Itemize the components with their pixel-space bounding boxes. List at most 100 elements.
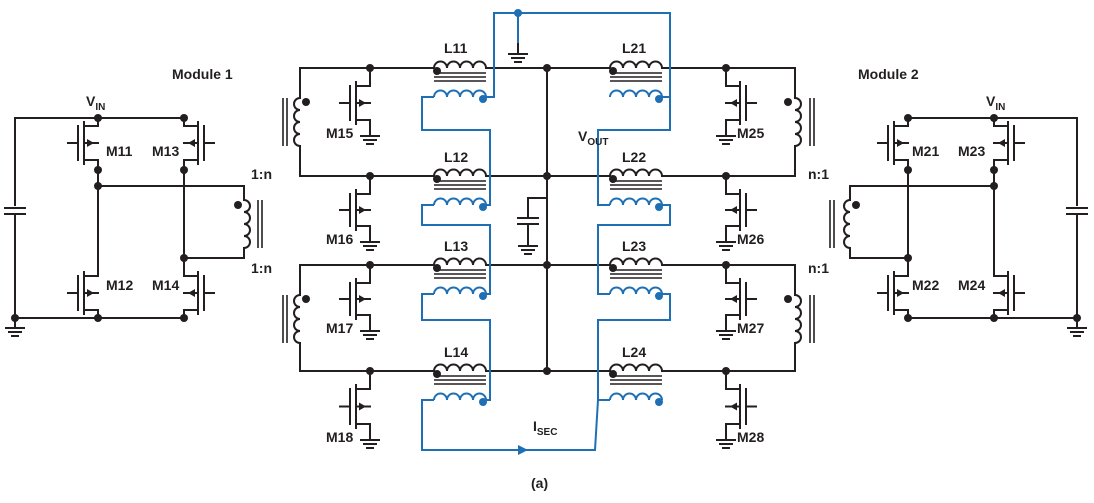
winding-dot <box>433 67 441 75</box>
inductor-label-l23: L23 <box>622 238 646 254</box>
inductor-l13-secondary <box>433 286 487 295</box>
junction-dot <box>904 114 912 122</box>
mosfet-arrow <box>730 99 737 107</box>
junction-dot <box>543 367 551 375</box>
mosfet-arrow <box>359 206 366 214</box>
junction-dot <box>366 64 374 72</box>
wire <box>597 204 671 295</box>
mosfet-arrow <box>359 99 366 107</box>
ground-symbol <box>360 320 380 340</box>
mosfet-sr-left-4 <box>339 380 371 433</box>
winding-dot <box>784 98 792 106</box>
wire <box>486 12 671 98</box>
vin-right-label: VIN <box>986 93 1005 113</box>
coil-winding <box>242 198 251 250</box>
junction-dot <box>180 314 188 322</box>
wire <box>183 247 245 259</box>
inductor-l14-primary <box>432 363 488 373</box>
inductor-l24-secondary <box>609 392 663 401</box>
ratio-left-bottom: 1:n <box>251 260 272 276</box>
inductor-label-l12: L12 <box>444 149 468 165</box>
coil-winding <box>793 293 802 345</box>
winding-dot <box>609 370 617 378</box>
junction-dot <box>722 172 730 180</box>
junction-dot <box>722 64 730 72</box>
mosfet-label-m26: M26 <box>737 231 764 247</box>
ground-symbol-top <box>508 43 528 63</box>
inductor-label-l13: L13 <box>444 238 468 254</box>
mosfet-arrow <box>359 295 366 303</box>
transformer-right-1 <box>793 96 802 148</box>
mosfet-arrow <box>897 289 904 297</box>
mosfet-m14 <box>183 267 215 319</box>
inductor-l22-secondary <box>609 197 663 206</box>
wire <box>421 96 491 206</box>
wire <box>597 293 671 401</box>
mosfet-sr-left-2 <box>339 185 371 235</box>
mosfet-arrow <box>730 206 737 214</box>
mosfet-arrow <box>998 139 1005 147</box>
inductor-l23-primary <box>608 257 664 267</box>
junction-dot <box>94 114 102 122</box>
winding-dot <box>655 398 663 406</box>
inductor-l11-primary <box>432 60 488 70</box>
winding-dot <box>479 398 487 406</box>
coil-winding <box>433 197 487 206</box>
inductor-l13-primary <box>432 257 488 267</box>
transformer-left-1 <box>293 96 302 148</box>
ground-symbol <box>360 429 380 449</box>
coil-winding <box>608 257 664 267</box>
winding-dot <box>479 292 487 300</box>
winding-dot <box>609 264 617 272</box>
current-arrow <box>518 445 528 455</box>
mosfet-label-m23: M23 <box>958 143 985 159</box>
inductor-label-l21: L21 <box>622 40 646 56</box>
mosfet-label-m14: M14 <box>152 277 179 293</box>
junction-dot <box>722 367 730 375</box>
junction-dot <box>904 314 912 322</box>
wire <box>527 197 548 219</box>
module-1-label: Module 1 <box>172 66 233 82</box>
mosfet-m11 <box>67 117 99 169</box>
mosfet-sr-left-1 <box>339 77 371 129</box>
mosfet-m21 <box>877 117 909 169</box>
components <box>4 43 1088 455</box>
mosfet-arrow <box>730 402 737 411</box>
mosfet-m22 <box>877 267 909 319</box>
inductor-l21-primary <box>608 60 664 70</box>
mosfet-arrow <box>359 402 366 411</box>
mosfet-label-m16: M16 <box>326 231 353 247</box>
inductor-l24-primary <box>608 363 664 373</box>
coil-winding <box>433 392 487 401</box>
inductor-l23-secondary <box>609 286 663 295</box>
mosfet-label-m22: M22 <box>912 277 939 293</box>
junction-dot <box>543 172 551 180</box>
coil-winding <box>609 197 663 206</box>
mosfet-label-m27: M27 <box>737 320 764 336</box>
mosfet-label-m15: M15 <box>326 125 353 141</box>
junction-dot <box>366 261 374 269</box>
junction-dot <box>180 254 188 262</box>
mosfet-label-m18: M18 <box>326 429 353 445</box>
junction-dot <box>990 182 998 190</box>
winding-dot <box>655 95 663 103</box>
wires <box>14 12 1078 451</box>
junction-dot <box>990 314 998 322</box>
inductor-label-l24: L24 <box>622 344 646 360</box>
coil-winding <box>432 168 488 178</box>
winding-dot <box>655 292 663 300</box>
mosfet-arrow <box>87 139 94 147</box>
junction-dot <box>366 172 374 180</box>
coil-winding <box>293 96 302 148</box>
transformer-primary-right <box>843 198 852 250</box>
junction-dot <box>180 114 188 122</box>
coil-winding <box>608 168 664 178</box>
ground-symbol <box>360 231 380 251</box>
inductor-label-l14: L14 <box>444 344 468 360</box>
mosfet-label-m13: M13 <box>152 143 179 159</box>
wire <box>421 293 491 401</box>
input-capacitor-right <box>1066 207 1088 215</box>
mosfet-arrow <box>188 139 195 147</box>
ratio-right-bottom: n:1 <box>808 260 829 276</box>
mosfet-label-m17: M17 <box>326 320 353 336</box>
